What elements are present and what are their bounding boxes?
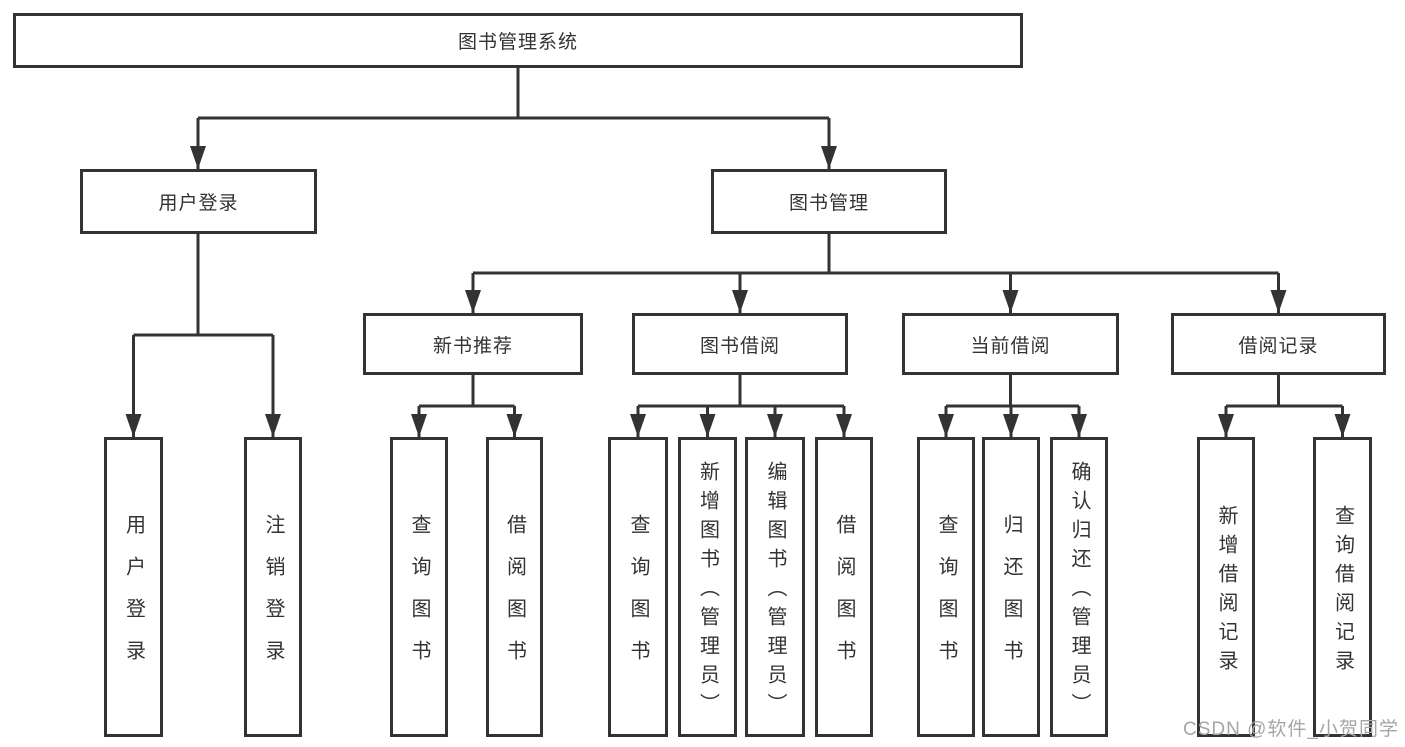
leaf-cb-query-book-label: 查询图书 [935,514,957,682]
leaf-bb-borrow-book: 借阅图书 [815,437,873,737]
node-borrow-record-label: 借阅记录 [1238,335,1319,357]
leaf-user-login: 用户登录 [104,437,163,737]
leaf-nbr-query-book-label: 查询图书 [408,514,430,682]
arrowheads [125,146,1351,437]
leaf-br-query-record-label: 查询借阅记录 [1331,504,1354,679]
leaf-br-add-record: 新增借阅记录 [1197,437,1255,737]
node-current-borrow-label: 当前借阅 [970,335,1051,357]
leaf-cb-confirm-return-admin: 确认归还（管理员） [1050,437,1108,737]
leaf-bb-edit-book-admin: 编辑图书（管理员） [745,437,805,737]
leaf-bb-add-book-admin-label: 新增图书（管理员） [696,461,719,722]
node-user-login: 用户登录 [80,169,317,234]
node-book-management: 图书管理 [711,169,947,234]
node-new-book-recommend: 新书推荐 [363,313,583,375]
leaf-nbr-query-book: 查询图书 [390,437,448,737]
leaf-bb-query-book-label: 查询图书 [627,514,649,682]
node-current-borrow: 当前借阅 [902,313,1119,375]
node-borrow-record: 借阅记录 [1171,313,1386,375]
node-book-borrow: 图书借阅 [632,313,848,375]
node-user-login-label: 用户登录 [158,193,239,214]
node-new-book-recommend-label: 新书推荐 [432,335,513,357]
leaf-br-query-record: 查询借阅记录 [1313,437,1372,737]
node-book-borrow-label: 图书借阅 [699,335,780,357]
leaf-user-login-label: 用户登录 [122,514,145,682]
leaf-br-add-record-label: 新增借阅记录 [1215,504,1237,679]
leaf-logout-label: 注销登录 [262,514,284,682]
leaf-nbr-borrow-book-label: 借阅图书 [503,514,526,682]
leaf-logout: 注销登录 [244,437,302,737]
leaf-bb-query-book: 查询图书 [608,437,668,737]
node-root: 图书管理系统 [13,13,1023,68]
leaf-bb-edit-book-admin-label: 编辑图书（管理员） [764,461,786,722]
leaf-cb-confirm-return-admin-label: 确认归还（管理员） [1068,461,1090,722]
csdn-watermark: CSDN @软件_小贺同学 [1183,719,1399,740]
leaf-bb-add-book-admin: 新增图书（管理员） [678,437,737,737]
leaf-cb-return-book-label: 归还图书 [1000,514,1022,682]
node-root-label: 图书管理系统 [457,32,578,53]
leaf-cb-query-book: 查询图书 [917,437,975,737]
leaf-nbr-borrow-book: 借阅图书 [486,437,543,737]
leaf-cb-return-book: 归还图书 [982,437,1040,737]
leaf-bb-borrow-book-label: 借阅图书 [833,514,855,682]
node-book-management-label: 图书管理 [788,193,869,214]
